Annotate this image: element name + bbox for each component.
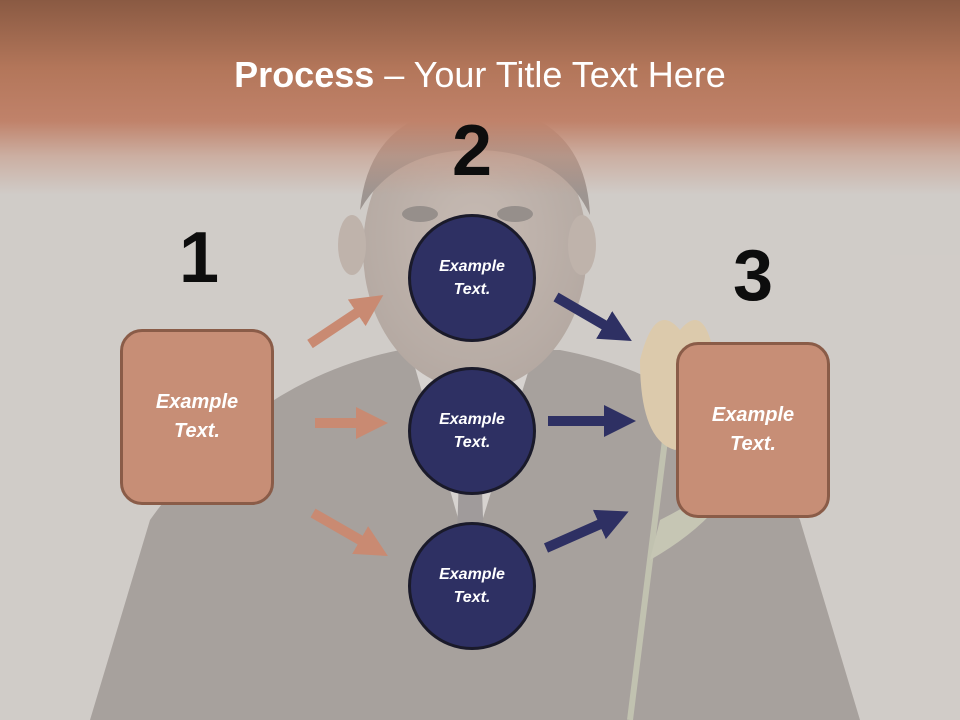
slide-title: Process – Your Title Text Here (0, 52, 960, 98)
arrow-left-top (307, 295, 384, 349)
circle-bottom-text: Example Text. (439, 566, 505, 606)
left-box[interactable]: Example Text. (120, 329, 274, 505)
title-rest: – Your Title Text Here (374, 54, 726, 95)
right-box[interactable]: Example Text. (676, 342, 830, 518)
right-box-text: Example Text. (711, 404, 795, 455)
arrow-right-top (553, 292, 632, 342)
step-number-3: 3 (732, 236, 774, 316)
arrow-left-bottom (310, 508, 388, 556)
title-bold: Process (234, 54, 375, 95)
left-box-text: Example Text. (155, 391, 239, 442)
step-number-1: 1 (178, 218, 220, 298)
step-number-2: 2 (451, 111, 493, 191)
circle-bottom[interactable]: Example Text. (408, 522, 536, 650)
circle-middle-text: Example Text. (439, 411, 505, 451)
circle-top[interactable]: Example Text. (408, 214, 536, 342)
circle-middle[interactable]: Example Text. (408, 367, 536, 495)
title-band (0, 0, 960, 195)
circle-top-text: Example Text. (439, 258, 505, 298)
arrow-right-bottom (543, 509, 629, 553)
